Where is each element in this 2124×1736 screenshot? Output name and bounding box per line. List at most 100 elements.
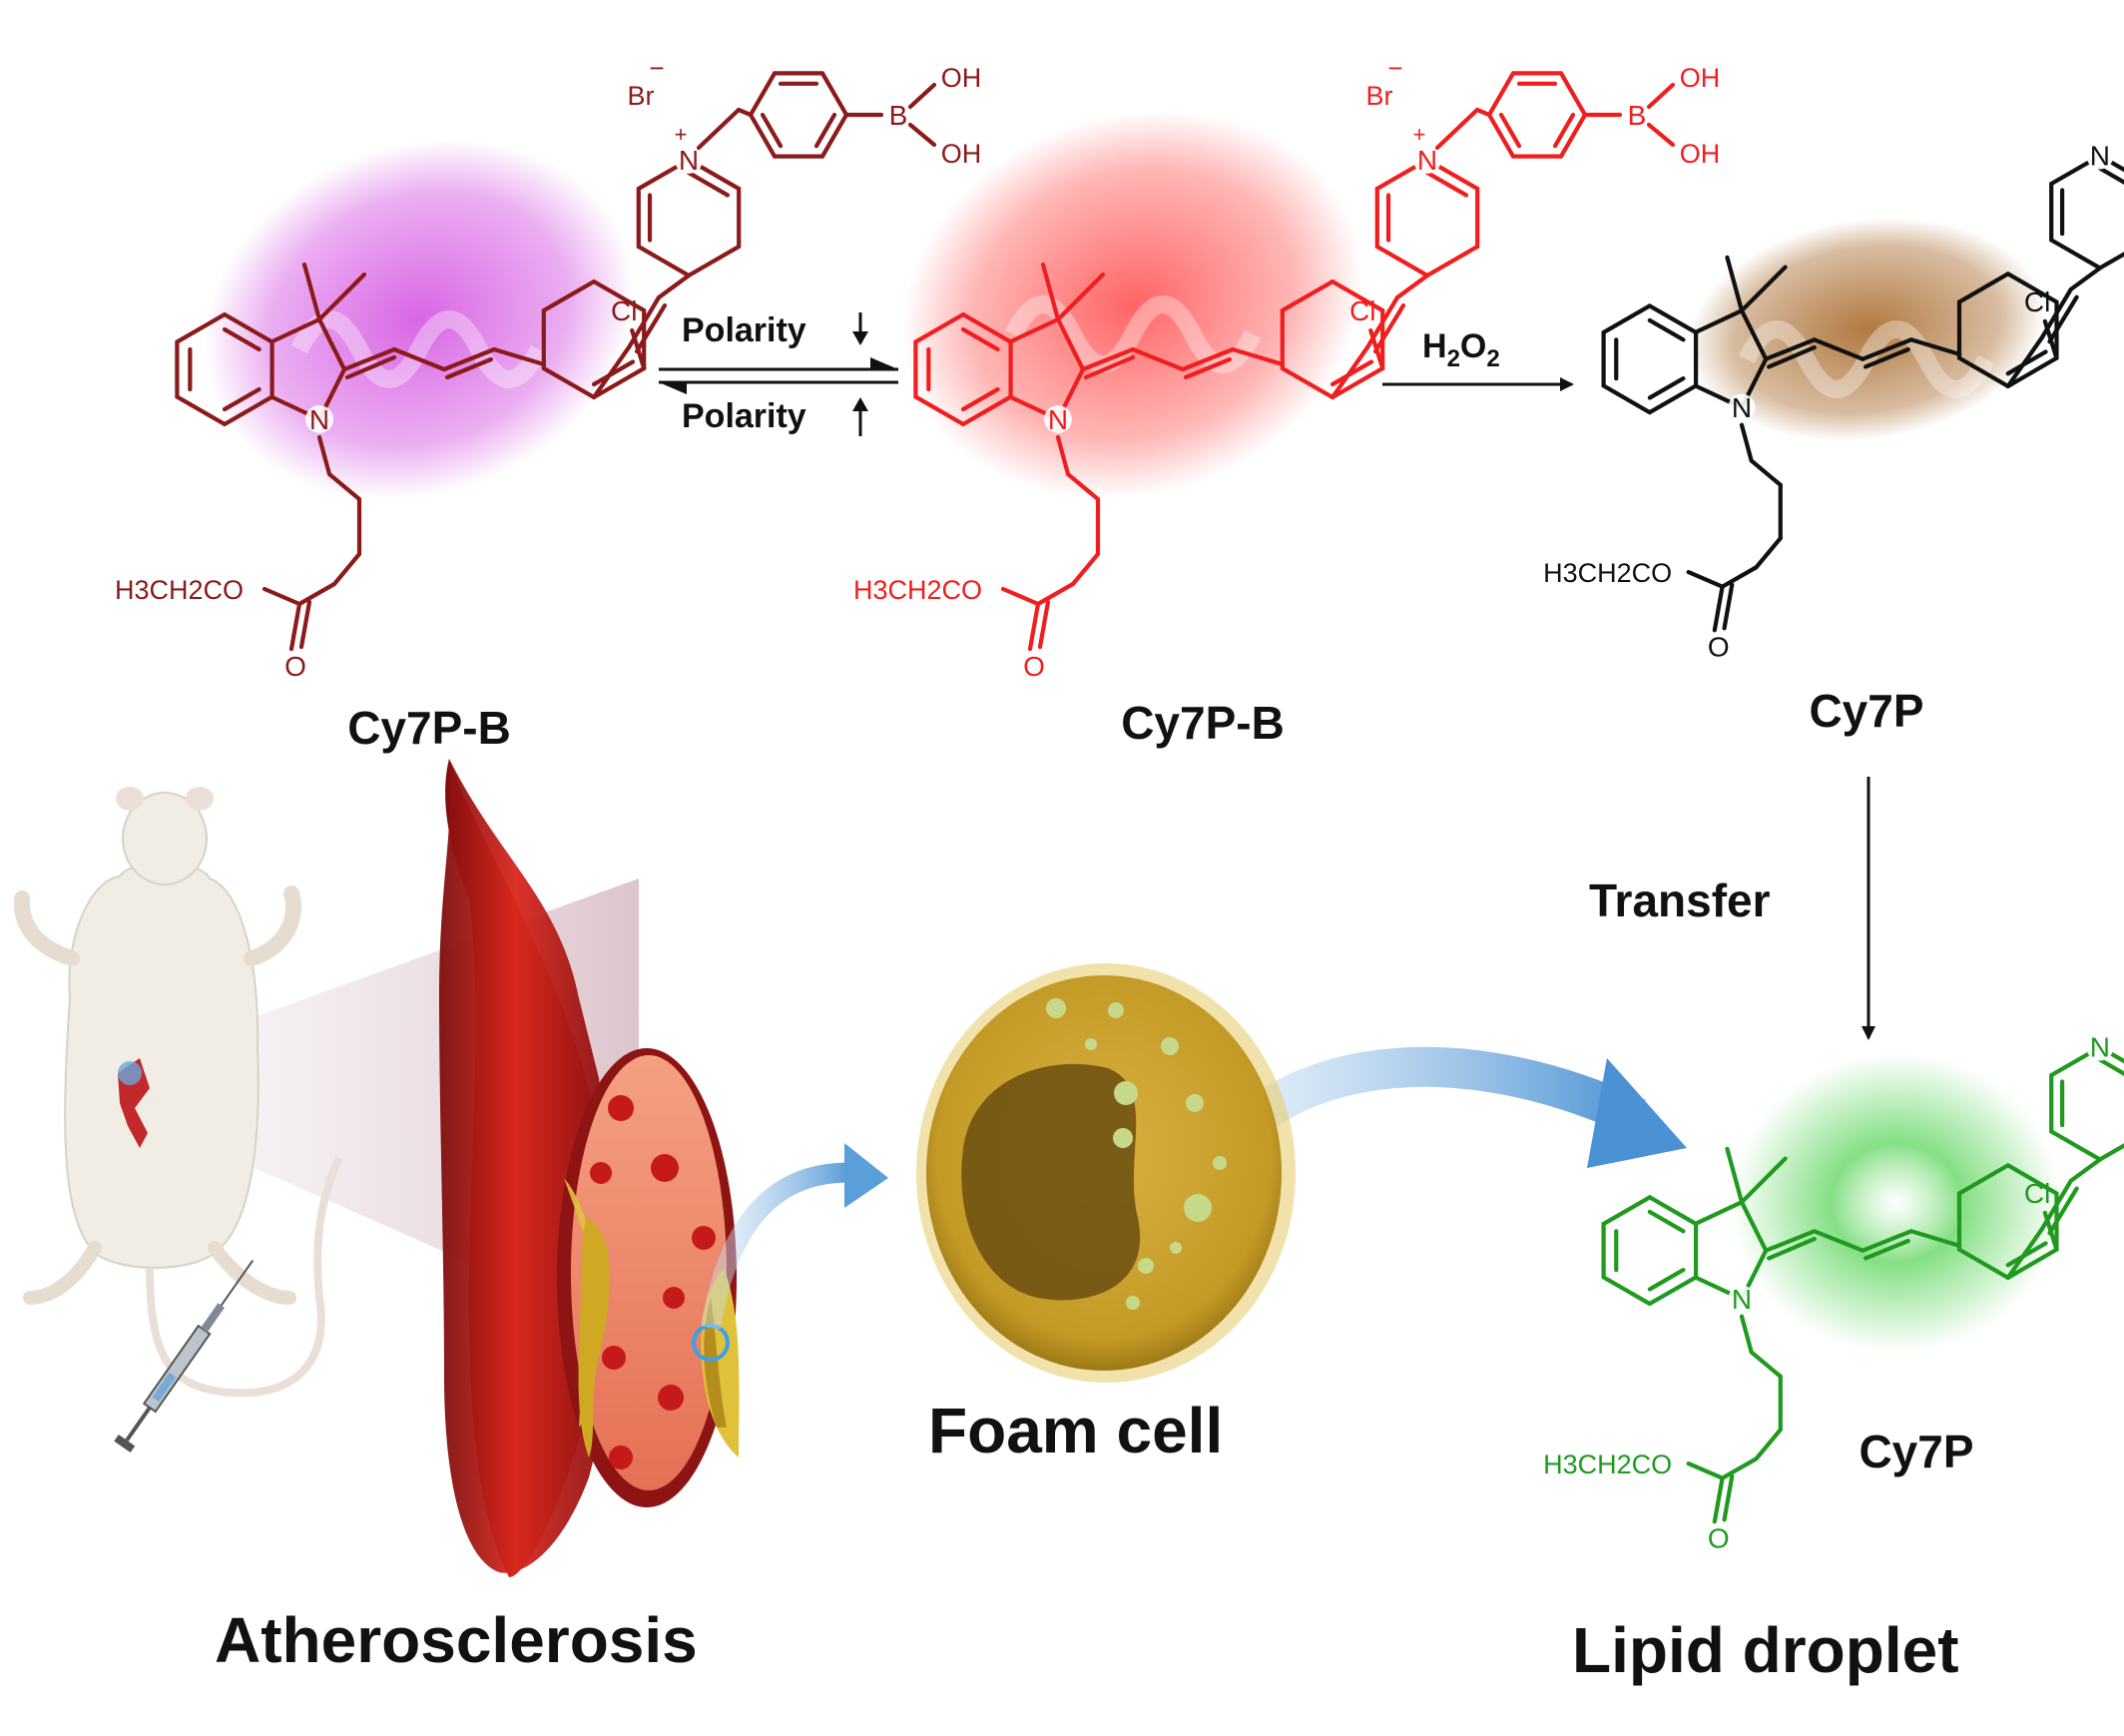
bond xyxy=(1040,262,1061,322)
bond xyxy=(1908,1229,1962,1248)
bond xyxy=(222,386,262,412)
bond xyxy=(1498,112,1522,149)
bond xyxy=(1647,1267,1686,1292)
bond xyxy=(296,581,337,607)
bond xyxy=(1474,107,1492,118)
compound-label: Cy7P-B xyxy=(347,702,511,754)
lipid-droplet-label: Lipid droplet xyxy=(1572,1614,1959,1686)
bond xyxy=(1424,170,1469,198)
blue-arrowhead-1 xyxy=(844,1143,888,1208)
carbonyl-o-atom: O xyxy=(284,651,306,682)
chlorine-atom: Cl xyxy=(611,295,637,326)
bond xyxy=(2039,287,2073,340)
bond xyxy=(1372,302,1406,354)
bond xyxy=(1070,551,1101,587)
bond xyxy=(1329,344,1370,400)
bond xyxy=(1754,1428,1783,1461)
foam-cell-label: Foam cell xyxy=(928,1395,1223,1466)
pyn-bg xyxy=(2086,1033,2114,1061)
bond xyxy=(1712,1475,1725,1524)
bond xyxy=(316,316,347,372)
bond xyxy=(341,346,397,372)
n-bg xyxy=(1728,393,1756,421)
bond xyxy=(1065,471,1101,502)
bond xyxy=(1860,1229,1913,1253)
bond xyxy=(1394,273,1430,300)
compound-label: Cy7P xyxy=(1858,1426,1973,1477)
bond xyxy=(1646,122,1676,148)
polarity-up-label: Polarity xyxy=(682,311,806,349)
bond xyxy=(298,599,312,650)
bond xyxy=(1739,1314,1754,1355)
n-bg xyxy=(1044,405,1072,433)
boron-atom: B xyxy=(1628,100,1647,131)
bond xyxy=(269,316,322,344)
chlorine-atom: Cl xyxy=(2024,1178,2050,1209)
bond xyxy=(1863,1238,1910,1261)
bond xyxy=(1749,1350,1783,1379)
hydroxyl-2: OH xyxy=(1680,139,1721,169)
syringe-icon xyxy=(114,1259,255,1453)
bond xyxy=(1686,1460,1725,1480)
n-bg xyxy=(1728,1285,1756,1313)
bond xyxy=(2039,1178,2073,1232)
bond xyxy=(1725,1146,1745,1205)
chlorine-atom: Cl xyxy=(1349,295,1375,326)
bond xyxy=(1739,265,1788,313)
ester-group: H3CH2CO xyxy=(1543,1449,1672,1479)
transfer-arrow: Transfer xyxy=(1589,777,1875,1040)
bond xyxy=(2068,266,2102,291)
blood-vessel-illustration xyxy=(439,759,740,1577)
bond xyxy=(331,551,362,587)
hydroxyl-2: OH xyxy=(941,139,982,169)
bond xyxy=(1908,337,1962,356)
hydroxyl-1: OH xyxy=(941,63,982,93)
organelle-swirl xyxy=(290,310,548,388)
pyn-bg xyxy=(2086,142,2114,170)
bond xyxy=(1863,346,1910,369)
bond xyxy=(907,122,937,148)
bond xyxy=(1008,316,1061,344)
indole-n-atom: N xyxy=(1048,404,1068,435)
bond xyxy=(441,346,497,372)
bond xyxy=(1180,346,1236,372)
pyridine-ring xyxy=(1374,157,1480,279)
bond xyxy=(1035,581,1076,607)
foam-cell-illustration xyxy=(916,963,1296,1383)
bond xyxy=(1552,112,1576,149)
bond xyxy=(2097,166,2124,185)
bond xyxy=(1722,1473,1735,1522)
pyridine-ring xyxy=(636,157,742,279)
bond xyxy=(316,434,332,477)
bond xyxy=(2005,335,2044,388)
bond xyxy=(1764,337,1817,361)
bond xyxy=(1739,1156,1788,1205)
bond xyxy=(1725,255,1745,313)
bond xyxy=(444,356,494,380)
bond xyxy=(960,386,1000,412)
arrow-up-icon xyxy=(852,397,868,436)
bond xyxy=(1764,1229,1817,1253)
bond xyxy=(1083,354,1136,380)
bond xyxy=(696,107,742,151)
ester-group: H3CH2CO xyxy=(115,575,244,605)
carbonyl-o-atom: O xyxy=(1708,631,1730,662)
pyridinium-n-atom: N xyxy=(1417,145,1437,176)
bond xyxy=(1694,308,1745,334)
charge-plus: + xyxy=(1413,122,1426,147)
arrow-down-icon xyxy=(852,312,868,345)
bond xyxy=(1080,346,1136,372)
bond xyxy=(1720,1456,1759,1480)
bond xyxy=(907,82,937,110)
bond xyxy=(1027,601,1041,652)
bond xyxy=(1712,584,1725,633)
bond xyxy=(316,272,367,322)
bond xyxy=(1767,344,1817,369)
bond xyxy=(2068,1157,2102,1183)
bond xyxy=(1130,346,1186,372)
bond xyxy=(2005,1227,2044,1280)
pyn-bg xyxy=(675,146,703,174)
